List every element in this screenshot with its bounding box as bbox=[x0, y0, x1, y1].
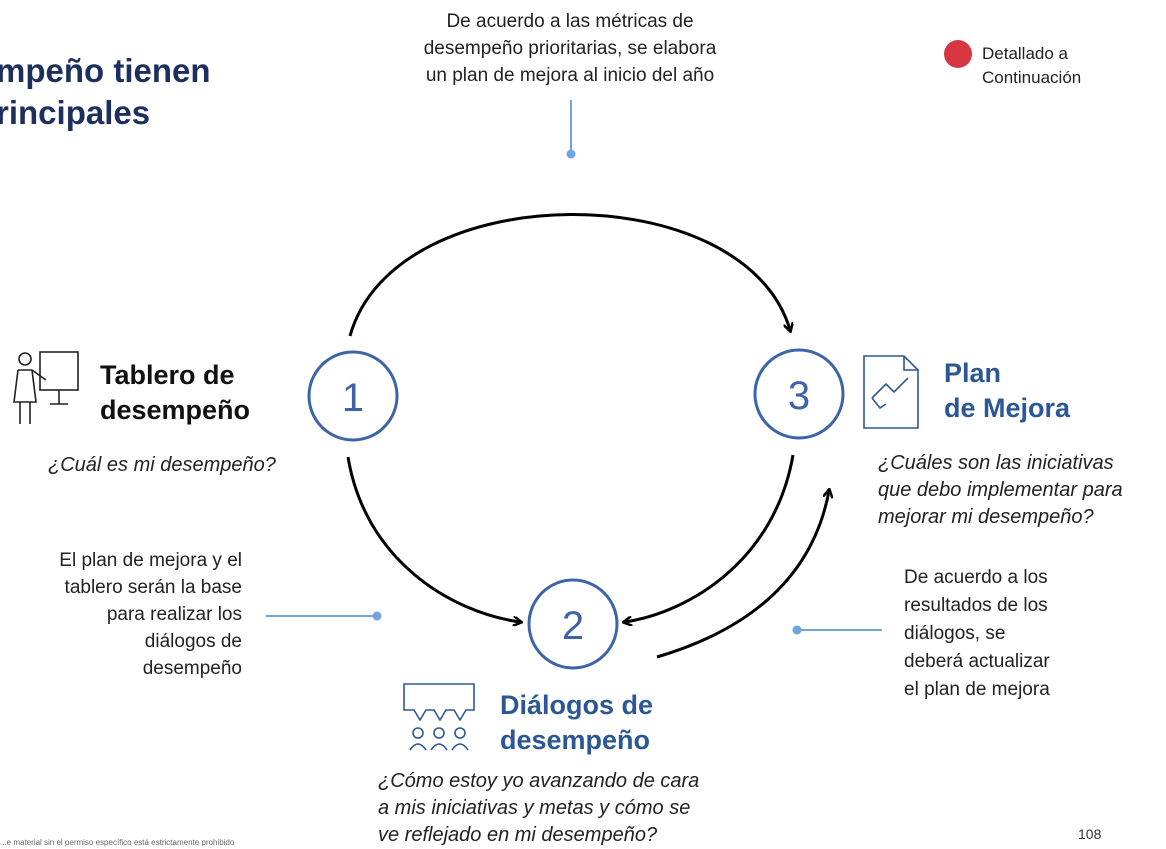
step-1-title: Tablero de desempeño bbox=[100, 360, 251, 425]
step-3-circle: 3 bbox=[753, 348, 845, 440]
step-2-number: 2 bbox=[562, 604, 584, 648]
right-annotation: De acuerdo a los resultados de los diálo… bbox=[904, 567, 1050, 700]
step-3-title: Plan de Mejora bbox=[944, 358, 1071, 423]
legend-label: Detallado a Continuación bbox=[982, 44, 1082, 87]
connector-left bbox=[266, 611, 382, 621]
step-2-title: Diálogos de desempeño bbox=[500, 690, 654, 755]
arrow-3-to-2 bbox=[625, 454, 795, 622]
page-title: mpeño tienen rincipales bbox=[0, 52, 211, 131]
arrow-1-to-3 bbox=[348, 213, 790, 337]
legend-marker bbox=[944, 40, 972, 68]
step-3-number: 3 bbox=[788, 374, 810, 418]
step-2-question: ¿Cómo estoy yo avanzando de cara a mis i… bbox=[378, 770, 700, 846]
arrow-2-to-3 bbox=[656, 491, 829, 659]
connector-top bbox=[566, 100, 576, 159]
presenter-board-icon bbox=[13, 351, 79, 424]
step-1-number: 1 bbox=[342, 376, 364, 420]
step-2-circle: 2 bbox=[527, 578, 619, 670]
document-check-icon bbox=[863, 355, 919, 429]
page-number: 108 bbox=[1078, 826, 1102, 842]
top-annotation: De acuerdo a las métricas de desempeño p… bbox=[423, 11, 717, 86]
left-annotation: El plan de mejora y el tablero serán la … bbox=[59, 550, 242, 679]
step-3-question: ¿Cuáles son las iniciativas que debo imp… bbox=[878, 452, 1123, 528]
footer-disclaimer: ...e material sin el permiso específico … bbox=[0, 838, 235, 847]
connector-right bbox=[792, 625, 882, 635]
group-conversation-icon bbox=[403, 683, 475, 751]
step-1-circle: 1 bbox=[307, 350, 399, 442]
step-1-question: ¿Cuál es mi desempeño? bbox=[48, 454, 276, 476]
arrow-1-to-2 bbox=[346, 456, 520, 622]
